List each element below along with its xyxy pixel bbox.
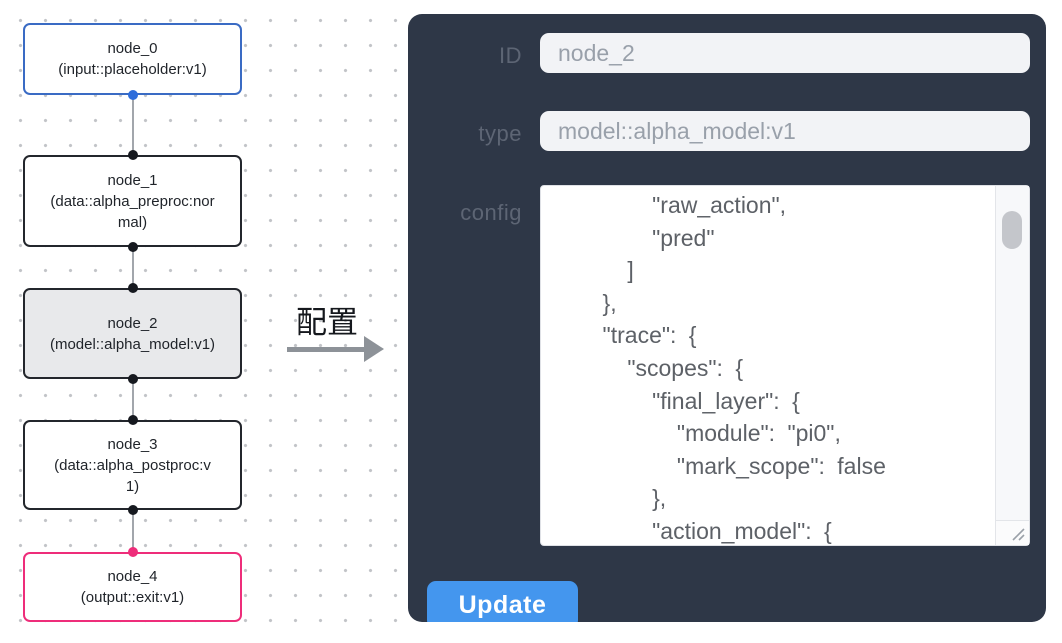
id-input[interactable] xyxy=(540,33,1030,73)
node-subtitle: (data::alpha_postproc:v1) xyxy=(54,456,211,495)
node-title: node_3 xyxy=(107,435,158,453)
port-node2-out[interactable] xyxy=(128,374,138,384)
flow-node-1[interactable]: node_1 (data::alpha_preproc:normal) xyxy=(23,155,242,247)
config-json-code[interactable]: "raw_action", "pred" ] }, "trace": { "sc… xyxy=(602,192,886,544)
flow-node-4[interactable]: node_4 (output::exit:v1) xyxy=(23,552,242,622)
config-scrollbar-thumb[interactable] xyxy=(1002,211,1022,249)
id-field-label: ID xyxy=(499,43,522,68)
configure-label: 配置 xyxy=(296,305,358,340)
node-subtitle: (output::exit:v1) xyxy=(80,589,185,606)
node-subtitle: (input::placeholder:v1) xyxy=(58,61,207,78)
config-textarea[interactable]: "raw_action", "pred" ] }, "trace": { "sc… xyxy=(540,185,1030,546)
port-node3-out[interactable] xyxy=(128,505,138,515)
edge-node1-node2 xyxy=(132,247,134,288)
node-config-panel: ID type config "raw_action", "pred" ] },… xyxy=(408,14,1046,622)
update-button[interactable]: Update xyxy=(427,581,578,622)
config-field-label: config xyxy=(460,200,522,225)
flow-node-2-selected[interactable]: node_2 (model::alpha_model:v1) xyxy=(23,288,242,379)
resize-grip-icon[interactable] xyxy=(1010,526,1026,542)
type-input[interactable] xyxy=(540,111,1030,151)
edge-node2-node3 xyxy=(132,379,134,420)
node-subtitle: (model::alpha_model:v1) xyxy=(49,335,216,353)
port-node3-in[interactable] xyxy=(128,415,138,425)
edge-node0-node1 xyxy=(132,95,134,155)
node-title: node_1 xyxy=(107,171,158,189)
canvas-dot-grid-top xyxy=(414,0,1046,13)
node-title: node_0 xyxy=(107,40,158,57)
port-node0-out[interactable] xyxy=(128,90,138,100)
config-scroll-corner xyxy=(995,520,1029,545)
port-node4-in[interactable] xyxy=(128,547,138,557)
port-node1-out[interactable] xyxy=(128,242,138,252)
port-node2-in[interactable] xyxy=(128,283,138,293)
flow-node-3[interactable]: node_3 (data::alpha_postproc:v1) xyxy=(23,420,242,510)
right-arrow-head-icon xyxy=(364,336,384,362)
type-field-label: type xyxy=(478,121,522,146)
node-title: node_2 xyxy=(107,314,158,332)
node-subtitle: (data::alpha_preproc:normal) xyxy=(50,192,215,231)
right-arrow-icon xyxy=(287,347,367,352)
config-scrollbar-track[interactable] xyxy=(995,186,1029,520)
port-node1-in[interactable] xyxy=(128,150,138,160)
edge-node3-node4 xyxy=(132,510,134,552)
flow-node-0[interactable]: node_0 (input::placeholder:v1) xyxy=(23,23,242,95)
node-title: node_4 xyxy=(107,568,158,585)
